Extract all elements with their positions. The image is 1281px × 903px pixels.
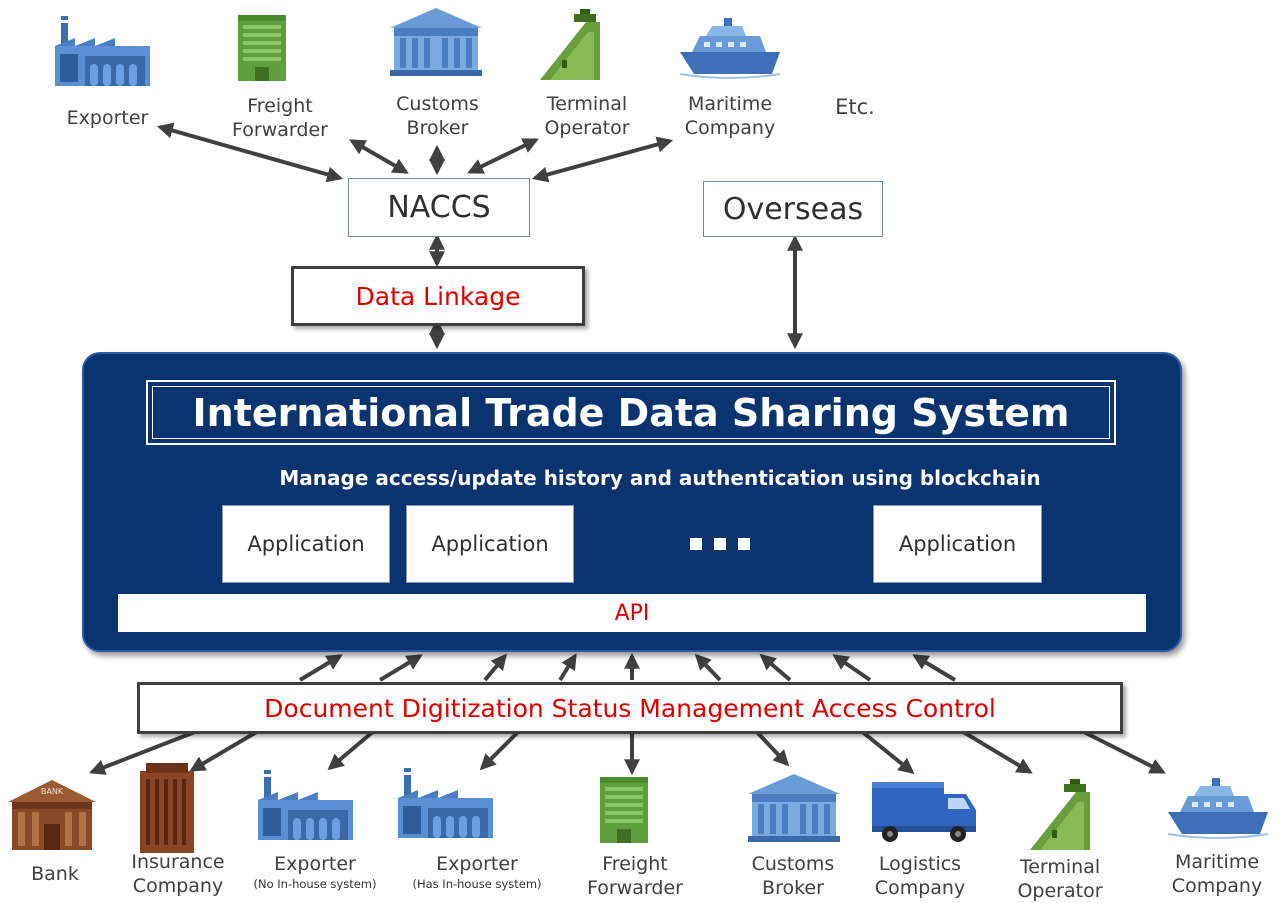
system-subtitle: Manage access/update history and authent… — [279, 466, 1041, 490]
freight-forwarder-building-icon — [238, 15, 286, 81]
top-actor-etc: Etc. — [835, 95, 875, 119]
api-bar: API — [118, 594, 1146, 632]
application-box-1: Application — [222, 505, 390, 583]
ellipsis-icon — [690, 538, 750, 550]
data-linkage-label: Data Linkage — [355, 281, 521, 311]
access-control-bar: Document Digitization Status Management … — [137, 682, 1123, 734]
bottom-actor-exporter-has-system: Exporter(Has In-house system) — [412, 853, 542, 891]
top-arrows — [156, 122, 803, 350]
exporter-has-system-factory-icon — [398, 768, 493, 838]
arrow-maritime-naccs — [531, 136, 674, 183]
arrow-terminal-naccs — [467, 138, 539, 174]
exporter-no-system-factory-icon — [258, 770, 353, 840]
bottom-maritime-company-ship-icon — [1167, 777, 1269, 839]
naccs-box: NACCS — [348, 178, 530, 237]
application-box-2: Application — [406, 505, 574, 583]
logistics-company-truck-icon — [872, 782, 976, 842]
arrow-forwarder-naccs — [349, 139, 409, 174]
naccs-label: NACCS — [387, 190, 491, 225]
down-arrows — [89, 728, 1166, 776]
bottom-freight-forwarder-building-icon — [600, 777, 648, 843]
insurance-company-building-icon — [140, 763, 194, 853]
exporter-factory-icon — [55, 16, 150, 86]
bottom-actor-exporter-no-system: Exporter(No In-house system) — [253, 853, 377, 891]
up-arrows — [298, 652, 957, 682]
application-box-3: Application — [873, 505, 1042, 583]
bottom-customs-broker-building-icon — [748, 774, 840, 842]
maritime-company-ship-icon — [679, 17, 781, 79]
arrow-exporter-naccs — [156, 122, 344, 183]
bank-sign: BANK — [41, 787, 64, 796]
bottom-actor-bank: Bank — [31, 863, 79, 885]
data-linkage-box: Data Linkage — [291, 266, 585, 326]
overseas-label: Overseas — [722, 191, 864, 227]
system-title: International Trade Data Sharing System — [146, 380, 1116, 445]
customs-broker-building-icon — [390, 8, 482, 76]
bottom-terminal-operator-pier-icon — [1030, 779, 1090, 850]
terminal-operator-pier-icon — [540, 9, 600, 80]
top-actor-exporter: Exporter — [66, 107, 149, 129]
overseas-box: Overseas — [703, 181, 883, 237]
access-control-label: Document Digitization Status Management … — [264, 693, 996, 723]
